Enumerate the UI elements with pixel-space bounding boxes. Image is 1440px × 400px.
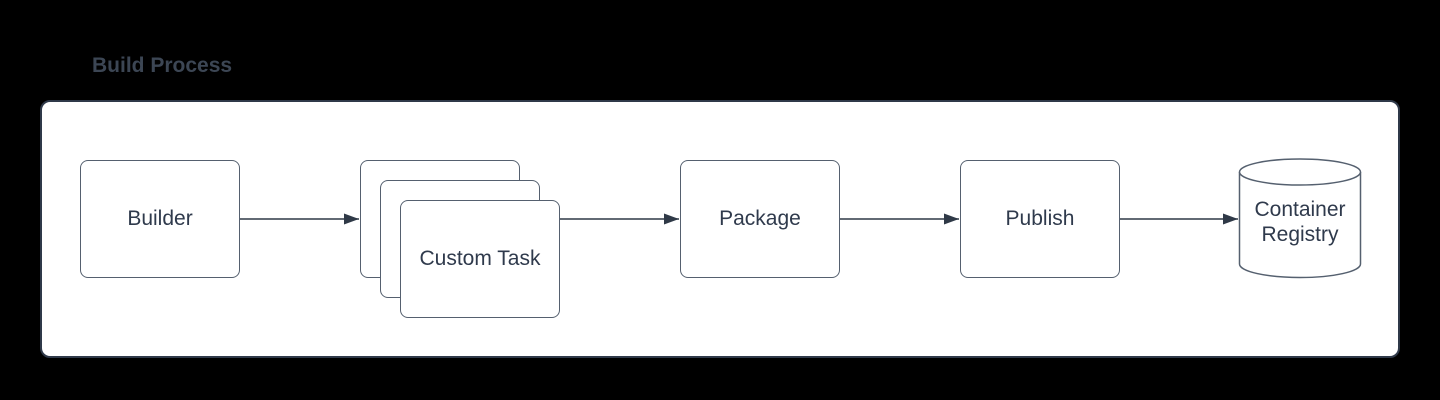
node-container-registry-label: Container Registry [1254,198,1346,246]
diagram-title: Build Process [92,54,233,77]
node-package: Package [680,160,840,278]
node-publish-label: Publish [1005,207,1075,230]
node-package-label: Package [719,207,801,230]
node-custom-task: Custom Task [400,200,560,318]
container-registry-cylinder-shape [1238,158,1362,279]
node-publish: Publish [960,160,1120,278]
node-builder-label: Builder [127,207,193,230]
node-container-registry: Container Registry [1238,176,1362,268]
node-builder: Builder [80,160,240,278]
node-custom-task-label: Custom Task [419,247,541,270]
